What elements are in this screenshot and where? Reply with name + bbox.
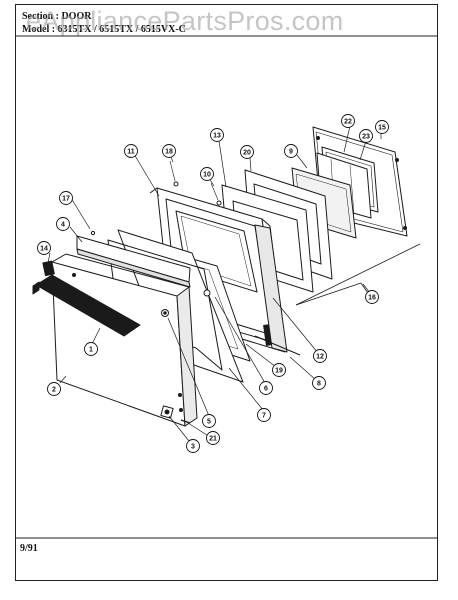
callout-7-label: 7 [262, 413, 266, 420]
callout-23: 23 [359, 129, 373, 143]
callout-10: 10 [200, 167, 214, 181]
part-8-bottom-strip [254, 335, 301, 356]
callout-19-label: 19 [275, 368, 283, 375]
callout-16: 16 [365, 290, 379, 304]
page-border [15, 4, 438, 581]
callout-21: 21 [206, 431, 220, 445]
part-14-end-cap [42, 260, 55, 277]
part-3-hinge-clip [160, 405, 174, 419]
part-18-screw [169, 160, 179, 187]
part-12-side-strip [254, 224, 288, 353]
watermark: eAppliancePartsPros.com [26, 6, 344, 36]
callout-13: 13 [210, 128, 224, 142]
callout-4-label: 4 [61, 222, 65, 229]
callout-15: 15 [375, 120, 389, 134]
callout-14: 14 [37, 241, 51, 255]
callout-16-label: 16 [368, 295, 376, 302]
callout-17-label: 17 [62, 196, 70, 203]
callout-9-label: 9 [289, 149, 293, 156]
callout-5-label: 5 [207, 419, 211, 426]
part-1-handle [32, 274, 141, 337]
callout-22: 22 [341, 114, 355, 128]
callout-22-label: 22 [344, 119, 352, 126]
callout-7: 7 [257, 408, 271, 422]
callout-12-label: 12 [316, 354, 324, 361]
callout-2-label: 2 [52, 387, 56, 394]
callout-10-label: 10 [203, 172, 211, 179]
callout-14-label: 14 [40, 246, 48, 253]
callout-4: 4 [56, 217, 70, 231]
callout-2: 2 [47, 382, 61, 396]
part-4-top-trim [76, 235, 191, 288]
callout-3: 3 [186, 439, 200, 453]
callout-1: 1 [84, 342, 98, 356]
callout-19: 19 [272, 363, 286, 377]
callout-21-label: 21 [209, 436, 217, 443]
callout-9: 9 [284, 144, 298, 158]
section-title: Section : DOOR [22, 11, 92, 22]
callout-11: 11 [124, 144, 138, 158]
callout-12: 12 [313, 349, 327, 363]
callout-17: 17 [59, 191, 73, 205]
callout-20-label: 20 [243, 150, 251, 157]
callout-6-label: 6 [264, 386, 268, 393]
leader-lines [47, 125, 382, 442]
part-5-fastener [161, 309, 169, 317]
callout-8: 8 [312, 376, 326, 390]
part-17-screw [90, 230, 96, 236]
callout-23-label: 23 [362, 134, 370, 141]
callout-15-label: 15 [378, 125, 386, 132]
callout-18-label: 18 [165, 149, 173, 156]
callout-13-label: 13 [213, 133, 221, 140]
callout-20: 20 [240, 145, 254, 159]
callout-markers: 1 2 3 4 5 6 7 8 9 10 11 12 13 14 15 16 1… [37, 114, 389, 453]
part-10-screw [210, 182, 222, 206]
callout-11-label: 11 [127, 149, 135, 156]
callout-3-label: 3 [191, 444, 195, 451]
model-title: Model : 6315TX / 6515TX / 6515VX-C [22, 24, 186, 35]
part-21-screw [180, 419, 191, 424]
callout-5: 5 [202, 414, 216, 428]
callout-1-label: 1 [89, 347, 93, 354]
callout-6: 6 [259, 381, 273, 395]
callout-8-label: 8 [317, 381, 321, 388]
revision-date: 9/91 [20, 543, 38, 554]
callout-18: 18 [162, 144, 176, 158]
